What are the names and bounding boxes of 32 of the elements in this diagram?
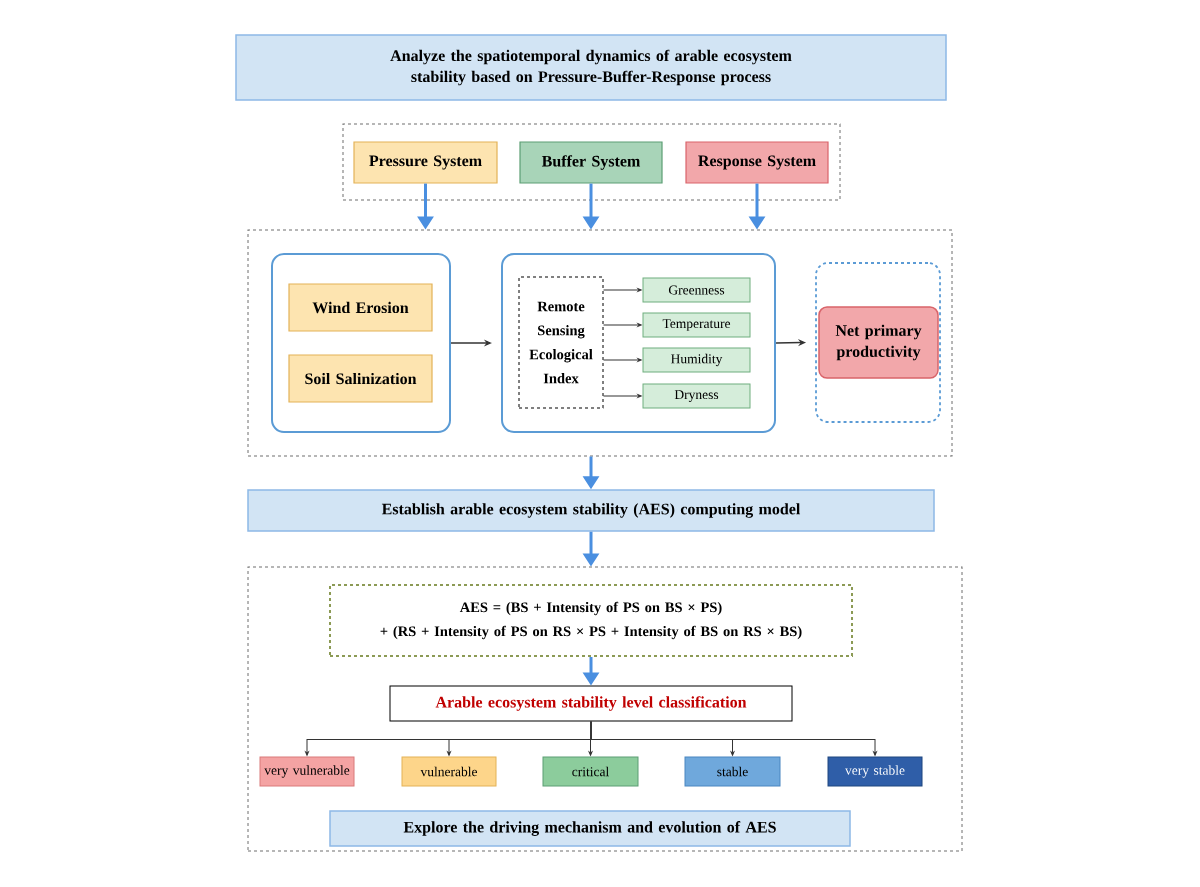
level-box: very vulnerable — [259, 756, 355, 787]
index-box: Remote Sensing Ecological Index — [518, 276, 604, 409]
step-box: Establish arable ecosystem stability (AES) computing model — [247, 489, 935, 532]
response-box: Net primary productivity — [818, 306, 939, 379]
arrow — [590, 721, 877, 756]
rounded-panel — [501, 253, 776, 433]
arrow — [603, 394, 642, 398]
arrow — [603, 323, 642, 327]
system-box: Response System — [685, 141, 829, 184]
arrow — [603, 288, 642, 292]
system-box: Buffer System — [519, 141, 663, 184]
dashed-group — [247, 566, 963, 852]
arrow — [603, 358, 642, 362]
dashed-group — [342, 123, 841, 201]
dashed-panel — [815, 262, 941, 423]
level-box: vulnerable — [401, 756, 497, 787]
indicator-box: Greenness — [642, 277, 751, 303]
level-box: critical — [542, 756, 639, 787]
step-box: Explore the driving mechanism and evolution of AES — [329, 810, 851, 847]
classification-box: Arable ecosystem stability level classification — [389, 685, 793, 722]
level-box: very stable — [827, 756, 923, 787]
rounded-panel — [271, 253, 451, 433]
formula-box: AES = (BS + Intensity of PS on BS × PS) + (RS + Intensity of PS on RS × PS + Intensity of BS on RS × BS) — [329, 584, 853, 657]
factor-box: Wind Erosion — [288, 283, 433, 332]
factor-box: Soil Salinization — [288, 354, 433, 403]
system-box: Pressure System — [353, 141, 498, 184]
title-box: Analyze the spatiotemporal dynamics of arable ecosystem stability based on Pressure-Buffer-Response process — [235, 34, 947, 101]
indicator-box: Humidity — [642, 347, 751, 373]
indicator-box: Temperature — [642, 312, 751, 338]
level-box: stable — [684, 756, 781, 787]
indicator-box: Dryness — [642, 383, 751, 409]
dashed-group — [247, 229, 953, 457]
